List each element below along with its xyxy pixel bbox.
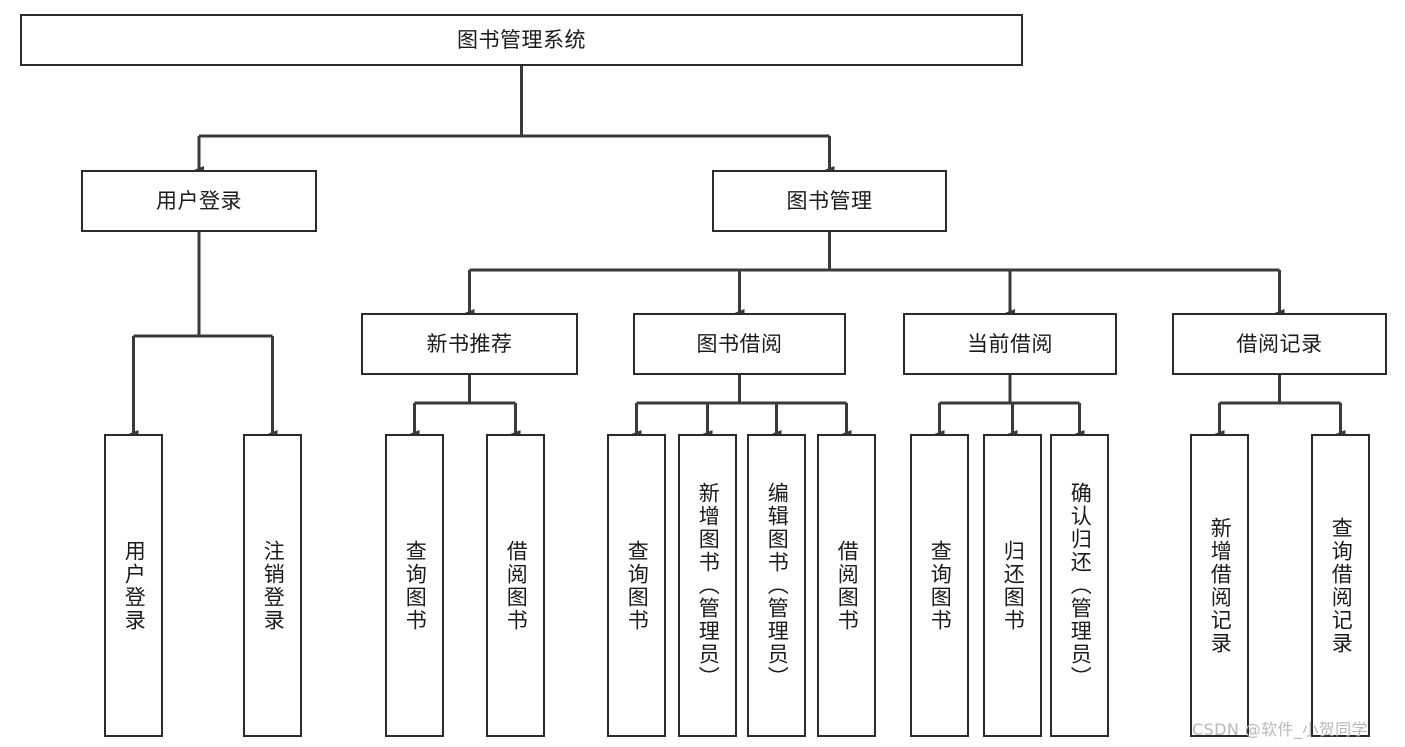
node-login: 用户登录 <box>81 170 317 232</box>
node-label: 当前借阅 <box>967 331 1053 356</box>
node-l-confirm: 确认归还（管理员） <box>1050 434 1109 737</box>
edge-group <box>128 66 1346 438</box>
node-l-add: 新增图书（管理员） <box>678 434 737 737</box>
node-borrow: 图书借阅 <box>633 313 846 375</box>
node-l-borrow1: 借阅图书 <box>486 434 545 737</box>
node-records: 借阅记录 <box>1172 313 1387 375</box>
node-label: 用户登录 <box>156 188 242 213</box>
node-l-addrec: 新增借阅记录 <box>1190 434 1249 737</box>
node-label: 图书管理 <box>786 188 873 213</box>
node-root: 图书管理系统 <box>20 14 1023 66</box>
node-label: 注销登录 <box>261 539 286 632</box>
node-label: 查询图书 <box>928 539 953 632</box>
node-l-queryrec: 查询借阅记录 <box>1311 434 1370 737</box>
node-l-borrow2: 借阅图书 <box>817 434 876 737</box>
node-label: 借阅图书 <box>835 539 860 632</box>
node-l-query1: 查询图书 <box>385 434 444 737</box>
node-label: 新书推荐 <box>426 331 513 356</box>
node-l-query2: 查询图书 <box>607 434 666 737</box>
node-l-login: 用户登录 <box>104 434 163 737</box>
node-label: 借阅图书 <box>504 539 529 632</box>
node-newbook: 新书推荐 <box>361 313 578 375</box>
node-label: 借阅记录 <box>1236 331 1323 356</box>
node-l-logout: 注销登录 <box>243 434 302 737</box>
node-label: 用户登录 <box>122 539 147 632</box>
node-label: 新增图书（管理员） <box>696 482 721 689</box>
node-l-edit: 编辑图书（管理员） <box>747 434 806 737</box>
csdn-watermark: CSDN @软件_小贺同学 <box>1192 720 1368 739</box>
node-label: 图书管理系统 <box>457 27 586 52</box>
node-bookmgmt: 图书管理 <box>712 170 947 232</box>
node-label: 归还图书 <box>1001 539 1026 632</box>
node-label: 编辑图书（管理员） <box>765 482 790 689</box>
node-label: 查询图书 <box>403 539 428 632</box>
node-l-query3: 查询图书 <box>910 434 969 737</box>
node-label: 图书借阅 <box>696 331 783 356</box>
node-l-return: 归还图书 <box>983 434 1042 737</box>
node-label: 查询借阅记录 <box>1329 516 1354 655</box>
node-label: 新增借阅记录 <box>1208 516 1233 655</box>
node-current: 当前借阅 <box>903 313 1117 375</box>
node-label: 查询图书 <box>625 539 650 632</box>
node-label: 确认归还（管理员） <box>1068 482 1093 689</box>
